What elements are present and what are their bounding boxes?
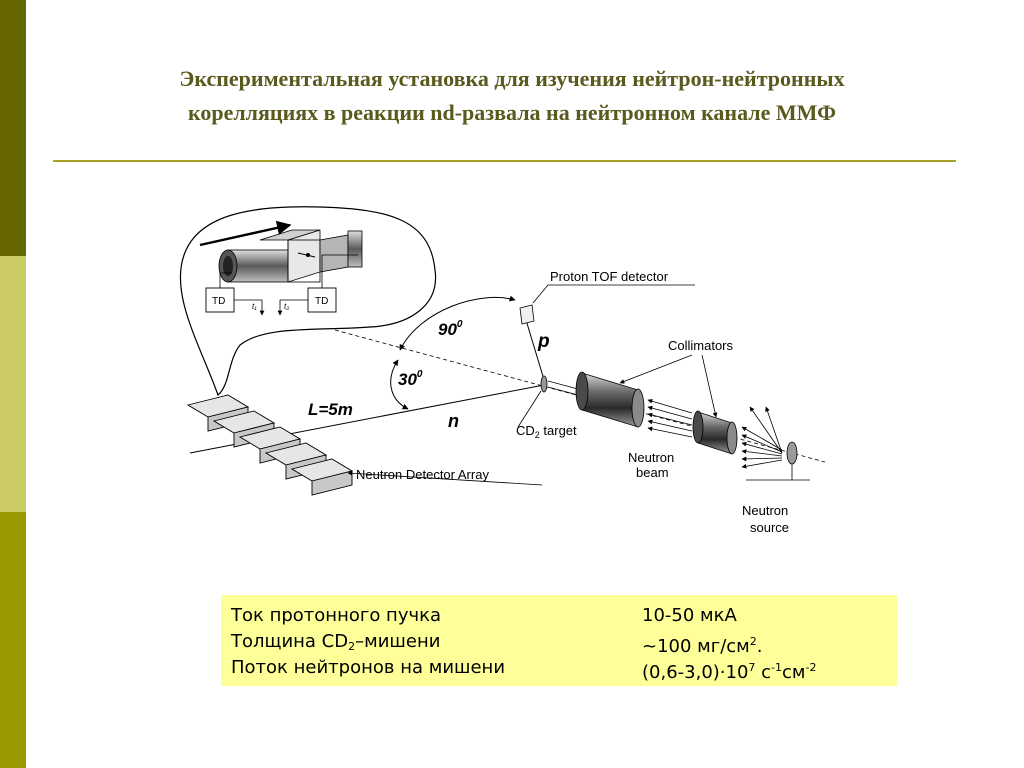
target-label-prefix: CD: [516, 423, 535, 438]
angle-arc-90: [399, 295, 516, 351]
thickness-label-prefix: Толщина CD: [231, 631, 349, 652]
td-right-label: TD: [315, 296, 328, 307]
collimator-2: [692, 410, 738, 455]
flux-value-sup2: -1: [771, 661, 783, 674]
title-line-2: корелляциях в реакции nd-развала на нейт…: [187, 100, 837, 125]
angle-30-label: 300: [398, 369, 423, 389]
thickness-label-suffix: –мишени: [355, 631, 441, 652]
angle-90-value: 90: [438, 320, 457, 339]
detector-array-leader: [347, 470, 543, 486]
signal-t1: [234, 299, 265, 316]
target-label-suffix: target: [540, 423, 577, 438]
proton-path: [525, 319, 546, 384]
collimators-leader-2: [701, 354, 718, 418]
neutron-detector-array: [186, 394, 354, 496]
wire-left: [219, 272, 232, 288]
collimators-leader-1: [619, 354, 693, 384]
angle-30-value: 30: [398, 370, 417, 389]
target-label-sub: 2: [535, 430, 540, 440]
neutron-beam-label-1: Neutron: [628, 450, 674, 465]
proton-label: p: [537, 331, 550, 352]
signal-t2: [277, 299, 308, 316]
wire-right: [321, 254, 358, 288]
setup-diagram: TD TD t₁ t₂ 900 300 p n L=5m Proton TOF …: [179, 206, 826, 535]
side-bar-top: [0, 0, 26, 256]
title-line-1: Экспериментальная установка для изучения…: [179, 66, 845, 91]
param-row-target-thickness: Толщина CD2–мишени ~100 мг/см2.: [231, 629, 889, 657]
param-label-target-thickness: Толщина CD2–мишени: [231, 629, 440, 660]
param-row-neutron-flux: Поток нейтронов на мишени (0,6-3,0)·107 …: [231, 655, 889, 683]
proton-tof-detector: [519, 304, 535, 325]
target-label: CD2 target: [516, 423, 577, 440]
flux-value-mid2: см: [782, 662, 806, 683]
neutron-source-label-1: Neutron: [742, 503, 788, 518]
angle-30-degree: 0: [417, 369, 423, 380]
flux-value-sup1: 7: [748, 661, 756, 674]
cd2-target: [540, 375, 548, 393]
param-value-beam-current: 10-50 мкА: [642, 605, 737, 626]
neutron-source-label-2: source: [750, 520, 789, 535]
angle-arc-30: [390, 359, 409, 410]
angle-90-degree: 0: [457, 319, 463, 330]
source-arrows: [741, 406, 783, 469]
parameters-box: Ток протонного пучка 10-50 мкА Толщина C…: [221, 595, 897, 686]
detector-detail: [199, 220, 363, 283]
angle-90-label: 900: [438, 319, 463, 339]
target-leader: [517, 390, 542, 428]
td-left-label: TD: [212, 296, 225, 307]
td-box-right: [307, 287, 337, 313]
param-value-neutron-flux: (0,6-3,0)·107 с-1см-2: [642, 655, 816, 686]
thickness-value-suffix: .: [756, 636, 763, 657]
t2-label: t₂: [284, 302, 289, 311]
side-bar-bottom: [0, 512, 26, 768]
flux-value-mid: с: [755, 662, 772, 683]
side-bar-middle: [0, 256, 26, 512]
collimator-1: [575, 371, 645, 428]
neutron-source: [786, 441, 798, 465]
flux-value-sup3: -2: [805, 661, 817, 674]
thickness-value-prefix: ~100 мг/см: [642, 636, 750, 657]
proton-tof-leader: [532, 284, 549, 304]
detector-array-label: Neutron Detector Array: [356, 467, 489, 482]
t1-label: t₁: [252, 302, 257, 311]
slide-title: Экспериментальная установка для изучения…: [40, 62, 984, 130]
param-row-beam-current: Ток протонного пучка 10-50 мкА: [231, 603, 889, 629]
distance-label: L=5m: [308, 400, 353, 419]
neutron-beam-arrows: [647, 398, 693, 438]
flux-value-prefix: (0,6-3,0)·10: [642, 662, 749, 683]
param-label-neutron-flux: Поток нейтронов на мишени: [231, 657, 506, 678]
thickness-value-sup: 2: [749, 635, 757, 648]
proton-tof-label: Proton TOF detector: [550, 269, 669, 284]
collimators-label: Collimators: [668, 338, 734, 353]
neutron-label: n: [448, 411, 459, 431]
beam-line-a: [547, 380, 579, 390]
param-label-beam-current: Ток протонного пучка: [231, 605, 442, 626]
thickness-label-sub: 2: [348, 640, 356, 653]
title-underline: [53, 160, 956, 162]
beam-line-b: [547, 386, 579, 396]
neutron-beam-label-2: beam: [636, 465, 669, 480]
param-value-target-thickness: ~100 мг/см2.: [642, 629, 762, 660]
